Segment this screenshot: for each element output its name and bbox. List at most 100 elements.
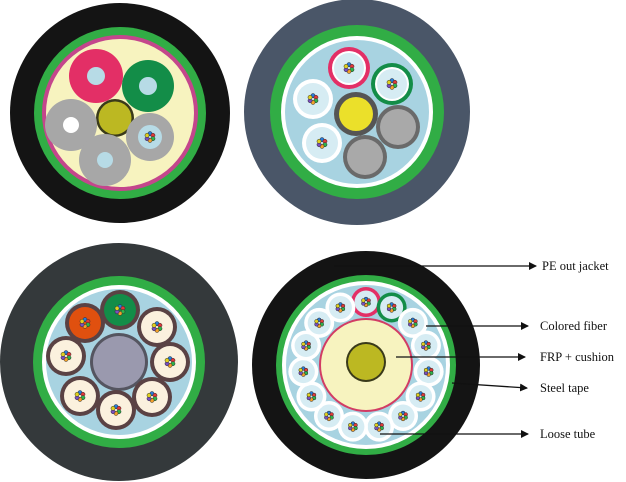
colored-fiber <box>306 392 311 398</box>
colored-fiber <box>348 422 353 428</box>
colored-fiber <box>421 341 426 347</box>
loose-tube <box>364 411 395 442</box>
loose-tube <box>288 356 319 387</box>
loose-tube <box>122 60 174 112</box>
loose-tube <box>296 381 327 412</box>
colored-fiber <box>144 132 150 138</box>
filler-rod <box>376 105 420 149</box>
colored-fiber <box>314 319 319 324</box>
colored-fiber <box>386 79 392 85</box>
loose-tube <box>313 400 344 431</box>
loose-tube <box>65 303 105 343</box>
annotation-loose-tube: Loose tube <box>380 427 596 441</box>
cable-cross-section-1 <box>10 3 230 223</box>
fiber-bundle <box>151 321 163 333</box>
loose-tube <box>337 411 368 442</box>
cable-cross-section-2 <box>244 0 470 225</box>
loose-tube <box>137 307 177 347</box>
loose-tube <box>293 79 333 119</box>
cable-cross-section-4 <box>252 251 480 479</box>
loose-tube <box>304 307 335 338</box>
loose-tube <box>376 292 407 323</box>
loose-tube <box>69 49 123 103</box>
label-pe-jacket: PE out jacket <box>542 259 609 273</box>
fiber-bundle <box>60 350 72 362</box>
colored-fiber <box>307 94 313 100</box>
label-frp-cushion: FRP + cushion <box>540 350 615 364</box>
fiber-bundle <box>301 340 311 351</box>
center-strength-member <box>346 342 386 382</box>
loose-tube-ring <box>288 287 444 442</box>
fiber-bundle <box>298 366 309 377</box>
fiber-bundle <box>164 356 176 368</box>
filler-rod <box>343 135 387 179</box>
colored-fiber <box>301 341 306 347</box>
fiber-bundle <box>74 390 86 402</box>
fiber-bundle <box>306 391 317 402</box>
fiber-bundle <box>144 131 156 143</box>
fiber-bundle <box>423 366 434 377</box>
fiber-bundle <box>386 78 398 90</box>
colored-fiber <box>151 322 157 328</box>
colored-fiber <box>415 392 421 398</box>
colored-fiber <box>146 392 152 398</box>
loose-tube <box>79 134 131 186</box>
fiber-bundle <box>335 302 346 313</box>
loose-tube <box>388 400 419 431</box>
loose-tube <box>405 381 436 412</box>
fiber-bundle <box>398 410 408 422</box>
fiber-bundle <box>361 296 371 308</box>
loose-tube <box>46 336 86 376</box>
colored-fiber <box>408 319 413 324</box>
loose-tube <box>60 376 100 416</box>
fiber-bundle <box>415 391 426 402</box>
center-strength-member <box>96 99 134 137</box>
loose-tube <box>132 377 172 417</box>
label-colored-fiber: Colored fiber <box>540 319 608 333</box>
fiber-bundle <box>110 404 122 416</box>
center-strength-member <box>90 333 148 391</box>
colored-fiber <box>343 63 349 69</box>
colored-fiber <box>316 138 322 144</box>
fiber-bundle <box>307 93 319 105</box>
annotation-colored-fiber: Colored fiber <box>426 319 608 333</box>
label-loose-tube: Loose tube <box>540 427 596 441</box>
loose-tube <box>351 287 381 317</box>
fiber-bundle <box>114 304 126 316</box>
loose-tube <box>126 113 174 161</box>
loose-tube <box>413 356 444 387</box>
fiber-bundle <box>408 317 418 329</box>
colored-fiber <box>60 351 66 357</box>
cable-cross-section-3 <box>0 243 238 481</box>
loose-tube <box>45 99 97 151</box>
loose-tube <box>96 390 136 430</box>
fiber-bundle <box>386 302 397 313</box>
colored-fiber <box>114 305 120 311</box>
loose-tube <box>328 47 370 89</box>
fiber-bundle <box>324 410 334 422</box>
loose-tube <box>302 123 342 163</box>
fiber-bundle <box>316 137 328 149</box>
fiber-bundle <box>374 421 384 432</box>
colored-fiber <box>164 357 170 363</box>
colored-fiber <box>298 367 303 373</box>
fiber-bundle <box>348 421 358 432</box>
colored-fiber <box>423 367 429 373</box>
loose-tube <box>325 292 356 323</box>
loose-tube <box>150 342 190 382</box>
fiber-bundle <box>343 62 355 74</box>
fiber-bundle <box>79 317 91 329</box>
fiber-bundle <box>421 340 431 351</box>
fiber-bundle <box>146 391 158 403</box>
colored-fiber <box>398 412 403 417</box>
colored-fiber <box>335 303 340 309</box>
colored-fiber <box>374 422 379 428</box>
loose-tube <box>410 330 441 361</box>
label-steel-tape: Steel tape <box>540 381 589 395</box>
colored-fiber <box>386 303 392 309</box>
annotation-frp-cushion: FRP + cushion <box>396 350 615 364</box>
center-strength-member <box>334 92 378 136</box>
colored-fiber <box>361 298 366 303</box>
loose-tube <box>397 307 428 338</box>
